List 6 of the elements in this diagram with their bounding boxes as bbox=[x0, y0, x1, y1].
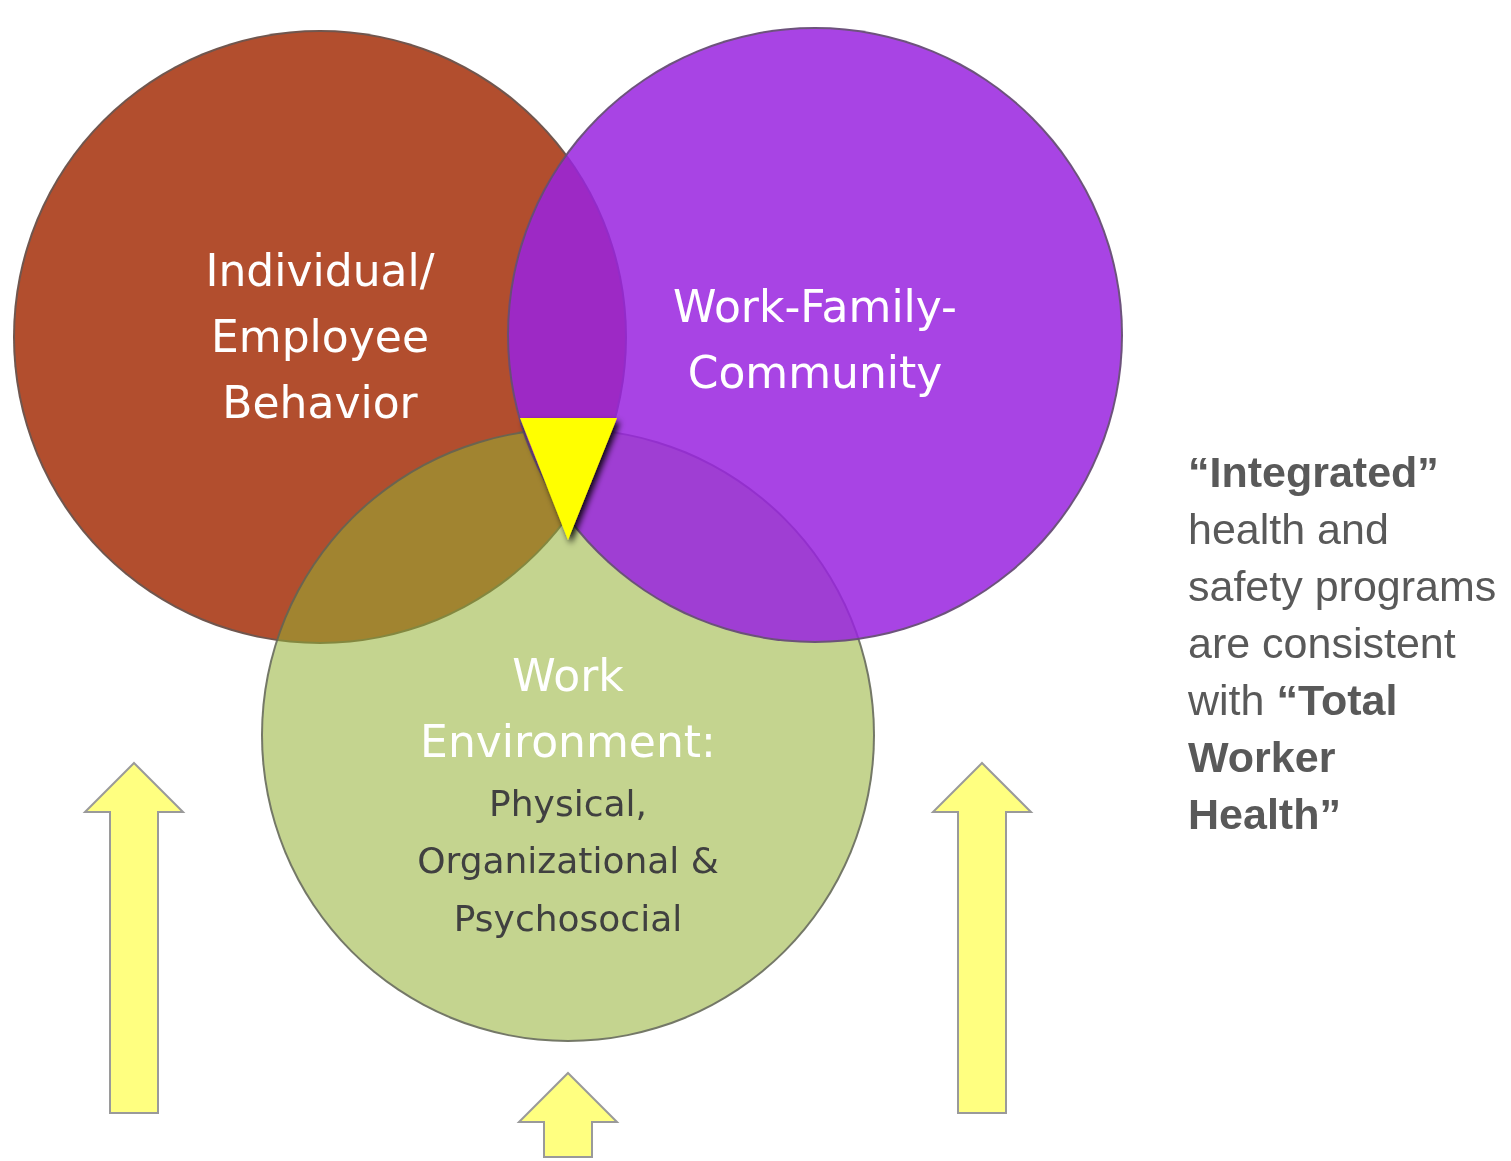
circle-title: Individual/ Employee Behavior bbox=[204, 244, 436, 430]
side-note: “Integrated” health and safety programs are consistent with “Total Worker Health” bbox=[1188, 447, 1498, 840]
triangle-marker bbox=[520, 418, 617, 540]
circle-title: Work Environment: bbox=[419, 648, 717, 769]
circle-subtitle: Physical, Organizational & Psychosocial bbox=[416, 781, 720, 941]
circle-title: Work-Family- Community bbox=[672, 280, 958, 400]
